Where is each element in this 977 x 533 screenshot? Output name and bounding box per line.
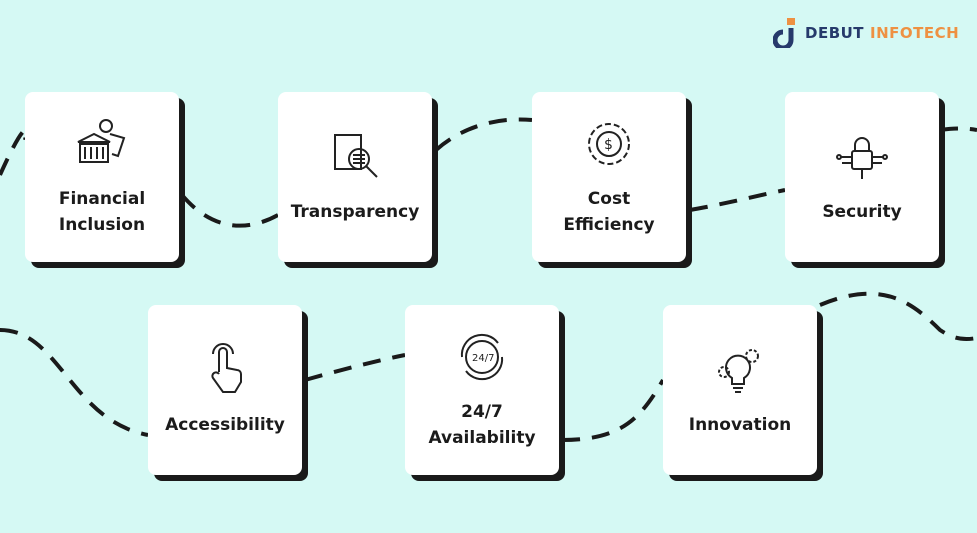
logo-icon [773, 18, 795, 48]
tap-hand-icon [211, 343, 242, 393]
clock-24-7-icon: 24/7 [460, 333, 504, 381]
svg-text:24/7: 24/7 [472, 353, 494, 364]
card-label: Accessibility [165, 415, 285, 435]
card-cost-efficiency: $ Cost Efficiency [532, 92, 686, 262]
card-financial-inclusion: Financial Inclusion [25, 92, 179, 262]
card-label: Transparency [290, 202, 420, 222]
card-label: Innovation [688, 415, 792, 435]
gear-dollar-icon: $ [588, 123, 630, 165]
brand-name-1: DEBUT [805, 24, 865, 42]
brand-name-2: INFOTECH [870, 24, 960, 42]
card-label: Security [822, 202, 902, 222]
lightbulb-gears-icon [718, 349, 759, 393]
card-accessibility: Accessibility [148, 305, 302, 475]
brand-logo: DEBUT INFOTECH [773, 18, 959, 48]
circuit-lock-icon [836, 137, 888, 179]
bank-money-icon [77, 119, 126, 163]
document-magnifier-icon [334, 134, 378, 178]
card-transparency: Transparency [278, 92, 432, 262]
card-label: Cost Efficiency [563, 189, 655, 235]
card-label: 24/7 Availability [428, 402, 536, 448]
card-innovation: Innovation [663, 305, 817, 475]
card-availability: 24/7 24/7 Availability [405, 305, 559, 475]
svg-text:$: $ [604, 137, 613, 153]
card-label: Financial Inclusion [58, 189, 146, 235]
card-security: Security [785, 92, 939, 262]
